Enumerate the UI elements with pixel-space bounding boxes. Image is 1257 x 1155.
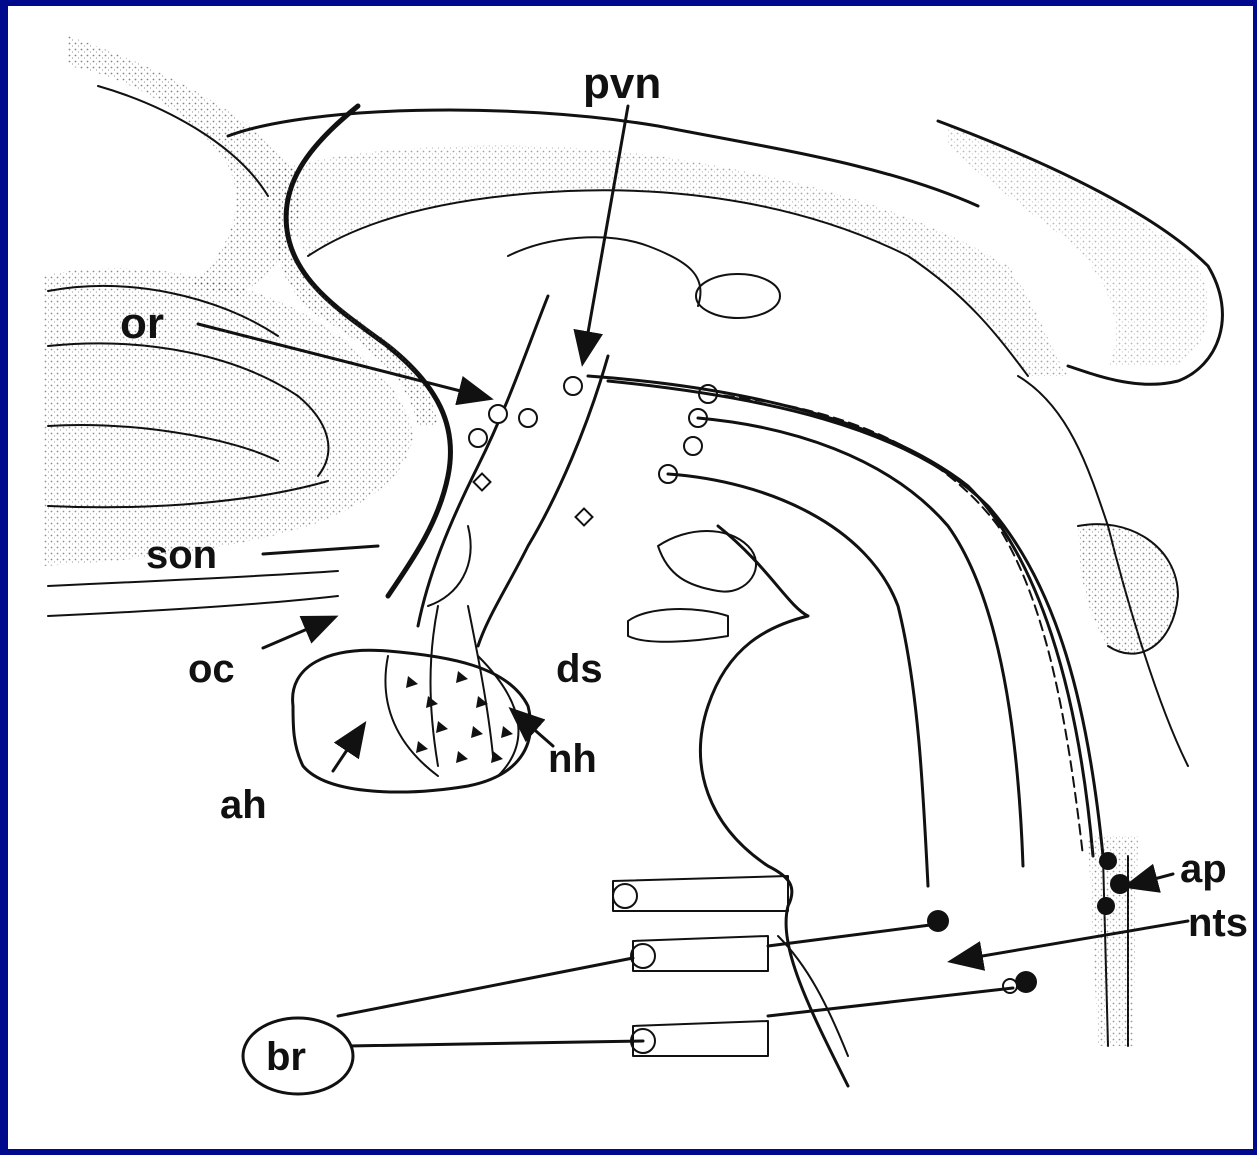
label-pvn: pvn [583,59,661,108]
thalamus-oval [696,274,780,318]
neuron-cell [469,429,487,447]
neuron-cell [1097,897,1115,915]
medulla-column [927,836,1138,1046]
neuron-cell [519,409,537,427]
neuron-cell [684,437,702,455]
label-or: or [120,299,164,348]
neuron-cell [1015,971,1037,993]
vascular-structures [613,526,848,1086]
label-ap: ap [1180,847,1227,891]
neuron-cell [489,405,507,423]
label-oc: oc [188,647,235,691]
label-nh: nh [548,737,597,781]
neurohypophysis-terminals [406,671,513,763]
label-son: son [146,533,217,577]
label-nts: nts [1188,901,1248,945]
optic-chiasm [48,571,338,616]
neuron-cell [1099,852,1117,870]
neuron-cell [1003,979,1017,993]
cortex-folds [43,36,413,566]
label-ah: ah [220,783,267,827]
brain-sagittal-diagram: pvn or son oc ds nh ah ap nts br [8,6,1253,1149]
pituitary-gland [293,606,531,792]
diagram-frame: pvn or son oc ds nh ah ap nts br [8,6,1253,1149]
neuron-cell [564,377,582,395]
label-ds: ds [556,647,603,691]
neuron-cell [474,474,491,491]
label-br: br [266,1035,306,1079]
neuron-cell [927,910,949,932]
neuron-cell [576,509,593,526]
baroreceptor-pathways [338,924,1013,1046]
neuron-cell [1110,874,1130,894]
